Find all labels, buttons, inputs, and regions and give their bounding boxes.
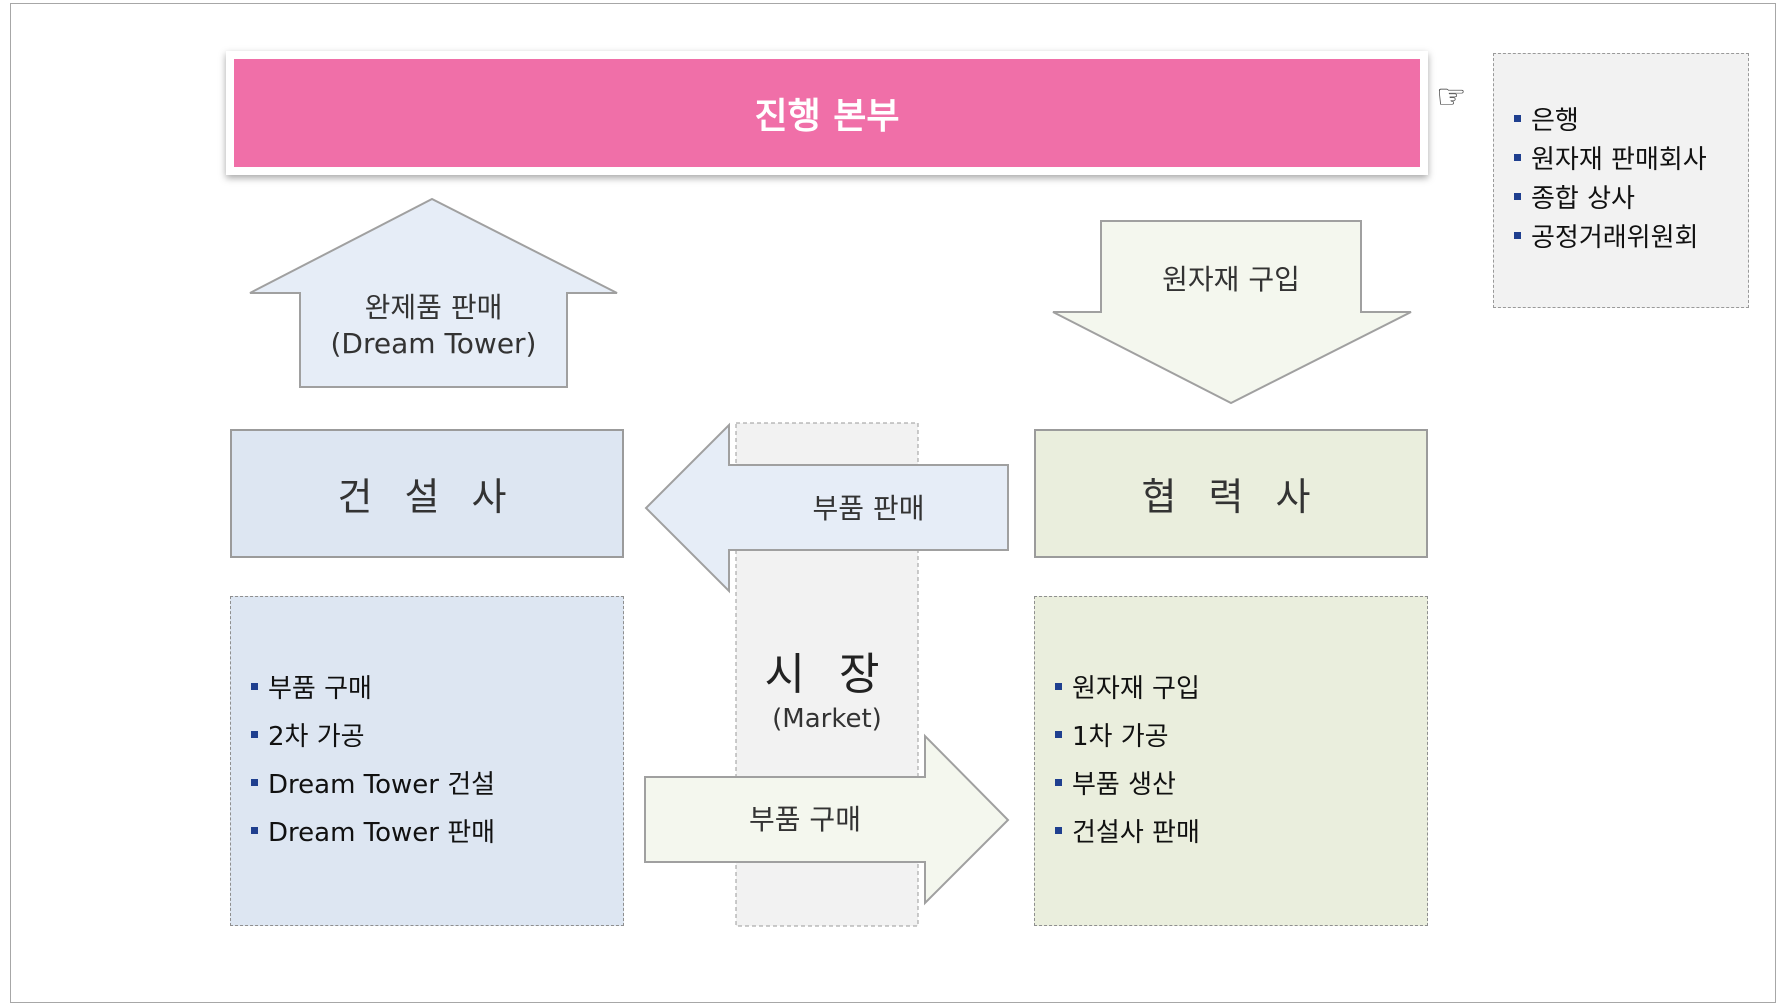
list-item: Dream Tower 건설 — [251, 761, 495, 809]
list-item: 원자재 구입 — [1055, 665, 1200, 713]
bullet-icon — [1055, 683, 1062, 690]
partners-list: 은행 원자재 판매회사 종합 상사 공정거래위원회 — [1494, 54, 1748, 258]
list-item: 종합 상사 — [1514, 180, 1748, 219]
supplier-title-box: 협 력 사 — [1034, 429, 1428, 558]
bullet-icon — [1055, 731, 1062, 738]
left-arrow-label: 부품 판매 — [812, 492, 925, 525]
list-item: 공정거래위원회 — [1514, 219, 1748, 258]
partners-box: 은행 원자재 판매회사 종합 상사 공정거래위원회 — [1493, 53, 1749, 308]
list-item: 건설사 판매 — [1055, 809, 1200, 857]
supplier-task-list: 원자재 구입 1차 가공 부품 생산 건설사 판매 — [1055, 665, 1200, 857]
headquarters-label: 진행 본부 — [234, 59, 1420, 167]
list-item: 은행 — [1514, 102, 1748, 141]
construction-tasks-box: 부품 구매 2차 가공 Dream Tower 건설 Dream Tower 판… — [230, 596, 624, 926]
left-arrow-shape — [644, 422, 1009, 594]
bullet-icon — [1514, 232, 1521, 239]
up-arrow-line1: 완제품 판매 — [364, 291, 503, 324]
list-item: 1차 가공 — [1055, 713, 1200, 761]
market-title: 시 장 — [764, 649, 890, 700]
list-item: 원자재 판매회사 — [1514, 141, 1748, 180]
list-item: Dream Tower 판매 — [251, 809, 495, 857]
supplier-tasks-box: 원자재 구입 1차 가공 부품 생산 건설사 판매 — [1034, 596, 1428, 926]
pointing-hand-icon: ☞ — [1436, 77, 1467, 117]
construction-title-box: 건 설 사 — [230, 429, 624, 558]
bullet-icon — [1514, 154, 1521, 161]
headquarters-banner: 진행 본부 — [226, 51, 1428, 175]
up-arrow-line2: (Dream Tower) — [330, 327, 537, 360]
market-subtitle: (Market) — [772, 704, 882, 734]
down-arrow-label: 원자재 구입 — [1162, 263, 1300, 296]
bullet-icon — [251, 683, 258, 690]
list-item: 부품 생산 — [1055, 761, 1200, 809]
list-item: 부품 구매 — [251, 665, 495, 713]
up-arrow-shape — [249, 197, 618, 388]
right-arrow-label: 부품 구매 — [749, 803, 861, 836]
bullet-icon — [1514, 115, 1521, 122]
right-arrow-shape — [644, 733, 1010, 906]
bullet-icon — [1055, 779, 1062, 786]
down-arrow-shape — [1052, 220, 1412, 405]
bullet-icon — [251, 827, 258, 834]
bullet-icon — [1055, 827, 1062, 834]
list-item: 2차 가공 — [251, 713, 495, 761]
up-arrow-label: 완제품 판매 (Dream Tower) — [300, 290, 567, 362]
construction-task-list: 부품 구매 2차 가공 Dream Tower 건설 Dream Tower 판… — [251, 665, 495, 857]
bullet-icon — [1514, 193, 1521, 200]
bullet-icon — [251, 731, 258, 738]
bullet-icon — [251, 779, 258, 786]
